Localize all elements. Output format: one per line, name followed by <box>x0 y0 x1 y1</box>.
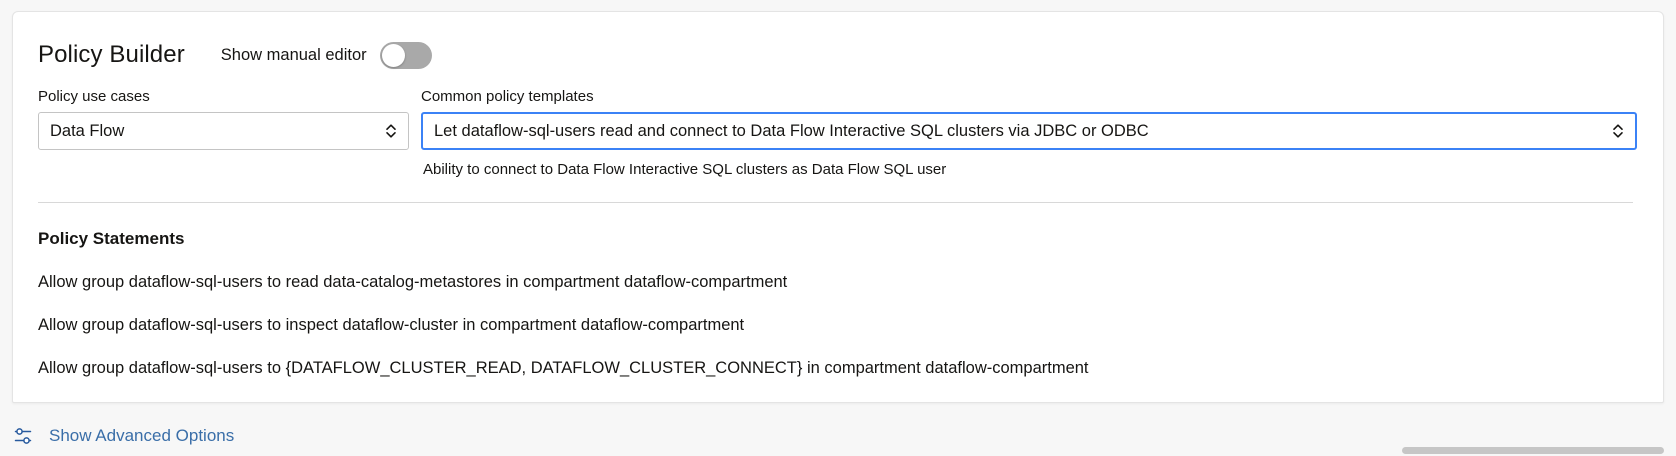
policy-statements-title: Policy Statements <box>38 229 185 248</box>
card-content: Policy Builder Show manual editor Policy… <box>13 12 1663 179</box>
policy-statement-line: Allow group dataflow-sql-users to inspec… <box>38 316 745 334</box>
card-header: Policy Builder Show manual editor <box>38 38 1633 72</box>
page-title: Policy Builder <box>38 41 185 68</box>
policy-use-cases-value: Data Flow <box>50 122 125 140</box>
policy-use-cases-select[interactable]: Data Flow <box>38 112 409 150</box>
show-advanced-options-label: Show Advanced Options <box>49 426 235 445</box>
toggle-knob <box>381 43 405 67</box>
common-policy-templates-label: Common policy templates <box>421 88 594 105</box>
show-advanced-options-link[interactable]: Show Advanced Options <box>14 415 234 456</box>
manual-editor-label: Show manual editor <box>220 46 367 64</box>
section-divider <box>38 202 1633 203</box>
common-policy-templates-value: Let dataflow-sql-users read and connect … <box>434 122 1149 140</box>
policy-builder-card: Policy Builder Show manual editor Policy… <box>12 11 1664 403</box>
common-policy-templates-field: Common policy templates Let dataflow-sql… <box>421 87 1637 179</box>
policy-use-cases-label: Policy use cases <box>38 88 150 105</box>
scrollbar-thumb[interactable] <box>1402 447 1664 454</box>
show-manual-editor-toggle[interactable] <box>379 41 432 69</box>
sliders-icon <box>14 426 34 446</box>
policy-statements-section: Policy Statements Allow group dataflow-s… <box>13 228 1663 378</box>
fields-row: Policy use cases Data Flow Common policy… <box>38 87 1637 179</box>
policy-statement-line: Allow group dataflow-sql-users to read d… <box>38 273 788 291</box>
policy-statement-line: Allow group dataflow-sql-users to {DATAF… <box>38 359 1089 377</box>
manual-editor-control: Show manual editor <box>220 41 432 69</box>
common-policy-templates-select[interactable]: Let dataflow-sql-users read and connect … <box>421 112 1637 150</box>
policy-use-cases-field: Policy use cases Data Flow <box>38 87 409 150</box>
common-policy-templates-help-text: Ability to connect to Data Flow Interact… <box>423 161 947 178</box>
horizontal-scrollbar[interactable] <box>0 445 1676 456</box>
